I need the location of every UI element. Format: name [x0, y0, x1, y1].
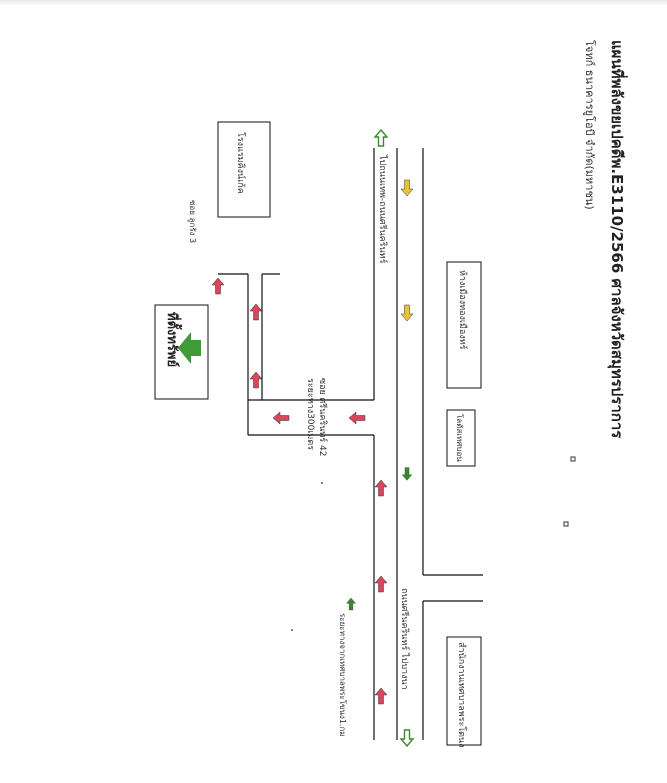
scan-speck	[570, 456, 576, 462]
scan-top-shadow	[0, 0, 667, 6]
scan-dot	[291, 629, 293, 631]
scan-dot	[321, 482, 323, 484]
clinic-box	[446, 409, 476, 467]
direction-arrows	[211, 128, 415, 748]
green-arrow-icon	[346, 597, 356, 611]
green-arrow-icon	[401, 467, 413, 481]
red-arrow-icon	[249, 371, 263, 389]
map-title: แผนที่พลังขยเปคดีพ.E3110/2566 ศาลจังหวัด…	[607, 40, 628, 439]
red-arrow-icon	[374, 479, 388, 497]
clinic-label: โลตัสเทศบอน	[455, 414, 465, 462]
red-arrow-icon	[211, 277, 225, 295]
red-arrow-icon	[374, 575, 388, 593]
green-outline-arrow-icon	[373, 128, 389, 147]
distance-note: ระยะทางจากเทศบาลพระโขนง1.กม	[338, 613, 348, 737]
red-arrow-icon	[374, 687, 388, 705]
target-box	[154, 304, 209, 400]
green-outline-arrow-icon	[399, 729, 415, 748]
road-label-main-to: ไปถนนเทพ-ถนนศรีนครินทร์	[377, 154, 389, 264]
target-label: ที่ตั้งทรัพย์	[164, 312, 183, 367]
red-arrow-icon	[348, 411, 366, 425]
map-subtitle: โจทก์ ธนาคารยูโอบี จำกัด(มหาชน)	[583, 40, 597, 210]
road-label-main-from: ถนนศรีนครินทร์ ไปบางนา	[399, 588, 411, 690]
yellow-arrow-icon	[400, 179, 414, 197]
office-label: สำนักงานเทศบาลพระโตนง	[456, 642, 467, 748]
mall-box	[446, 261, 482, 389]
road-label-soi-3: ซอย ลูกรัง 3	[187, 200, 197, 243]
road-label-soi-42: ซอย ศรีนครินทร์ 42	[317, 378, 329, 456]
yellow-arrow-icon	[400, 304, 414, 322]
red-arrow-icon	[249, 303, 263, 321]
red-arrow-icon	[272, 411, 290, 425]
hotel-label: โรงแรมคิงน์เก้ค	[235, 132, 247, 194]
mall-label: ห้างเมืองทองเมืองทร์	[457, 270, 469, 350]
scan-speck	[563, 521, 569, 527]
road-label-soi-42-distance: ระยะทาง300เมตร	[305, 378, 315, 450]
hotel-box	[217, 121, 271, 218]
target-arrow-icon	[178, 332, 201, 364]
office-box	[446, 636, 482, 746]
